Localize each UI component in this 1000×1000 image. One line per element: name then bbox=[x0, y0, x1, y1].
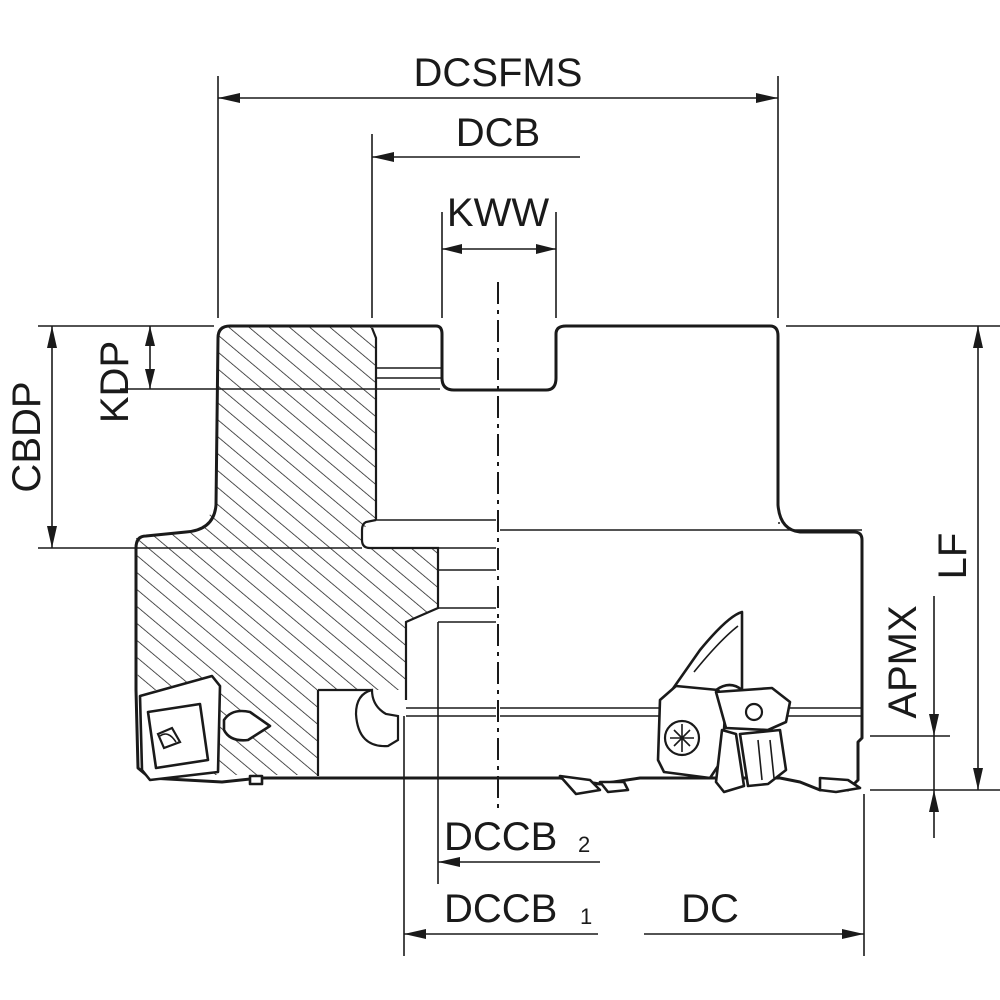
left-chip-breaker bbox=[222, 709, 272, 742]
label-dccb1-subscript: 1 bbox=[580, 904, 592, 929]
label-dccb2-subscript: 2 bbox=[578, 832, 590, 857]
wedge-screw-icon bbox=[744, 702, 764, 722]
insert-screw-icon bbox=[663, 719, 701, 757]
right-insert-pocket bbox=[248, 610, 862, 796]
label-dcb: DCB bbox=[456, 111, 540, 155]
label-lf: LF bbox=[931, 533, 975, 580]
dimension-labels: DCSFMS DCB KWW KDP CBDP LF APMX DCCB 2 D… bbox=[5, 51, 975, 931]
coolant-groove bbox=[354, 688, 400, 748]
section-boundary bbox=[316, 327, 440, 776]
left-insert-pocket bbox=[138, 674, 272, 782]
label-kdp: KDP bbox=[93, 341, 137, 423]
label-cbdp: CBDP bbox=[5, 381, 49, 492]
label-dccb1: DCCB bbox=[444, 887, 557, 931]
bore-lines bbox=[376, 367, 496, 717]
label-kww: KWW bbox=[447, 191, 549, 235]
label-dcsfms: DCSFMS bbox=[414, 51, 583, 95]
dimension-lines bbox=[38, 76, 1000, 956]
label-dc: DC bbox=[681, 887, 739, 931]
label-dccb2: DCCB bbox=[444, 815, 557, 859]
label-apmx: APMX bbox=[881, 605, 925, 718]
